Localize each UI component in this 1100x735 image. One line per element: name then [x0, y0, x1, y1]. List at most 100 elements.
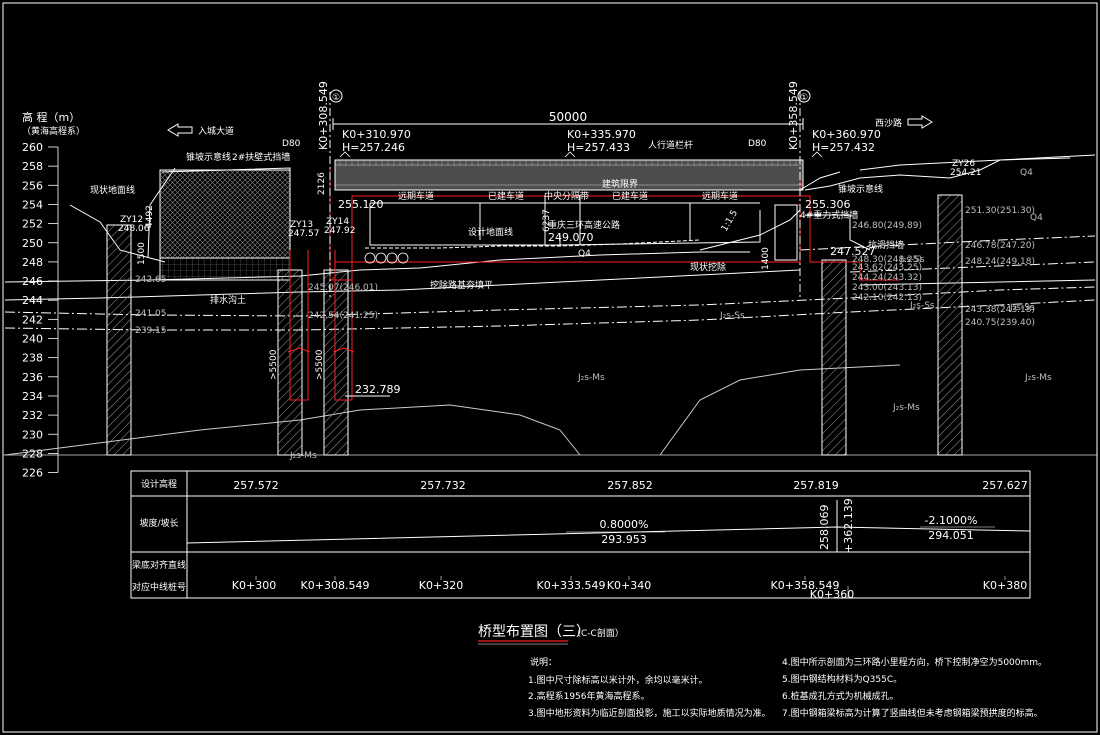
svg-text:Q4: Q4: [1020, 168, 1033, 178]
elev-right: H=257.432: [812, 141, 875, 154]
lane-4: 远期车道: [702, 190, 738, 202]
station-value: K0+380: [983, 579, 1027, 592]
axis-mark-left: ①: [332, 93, 340, 103]
svg-text:Q4: Q4: [1030, 213, 1043, 223]
station-value: K0+320: [419, 579, 463, 592]
geology-labels: Q4 Q4 J₂s-Ss J₂s-Ss J₂s-Ms J₂s-Ms J₂s-Ms…: [289, 168, 1052, 461]
station-value: K0+308.549: [301, 579, 370, 592]
direction-left: 入城大道: [167, 123, 234, 137]
span-dimension: 50000: [332, 110, 804, 130]
design-elevation-value: 257.627: [982, 479, 1028, 492]
station-value: K0+360: [810, 588, 854, 601]
elevation-tick-label: 248: [22, 256, 43, 269]
length-left: 293.953: [601, 533, 647, 546]
lane-3: 已建车道: [612, 190, 648, 202]
railing-posts: [339, 160, 797, 166]
lane-1: 远期车道: [398, 190, 434, 202]
elevation-tick-label: 230: [22, 428, 43, 441]
svg-text:J₂s-Ss: J₂s-Ss: [909, 301, 935, 311]
elev-255306: 255.306: [805, 198, 851, 211]
row-station-label-a: 梁底对齐直线: [132, 559, 186, 571]
fill-note-label: 挖除路基夯填平: [430, 279, 493, 291]
clearance-note: 建筑限界: [602, 178, 638, 190]
station-value: K0+300: [232, 579, 276, 592]
borehole-zy26-elev: 254.21: [950, 168, 982, 178]
cut-note-label: 排水沟土: [210, 294, 246, 306]
slope-line-right-label: 锥坡示意线: [838, 183, 883, 195]
axis-station-right: K0+358.549: [787, 81, 800, 150]
station-mid: K0+335.970: [567, 128, 636, 141]
svg-text:J₂s-Ms: J₂s-Ms: [577, 373, 605, 383]
svg-text:246.80(249.89): 246.80(249.89): [852, 221, 922, 231]
retain-right-label: 抗滑挡墙: [868, 239, 904, 251]
dim-1400: 1400: [761, 247, 771, 270]
elev-left: H=257.246: [342, 141, 405, 154]
station-value: K0+358.549: [771, 579, 840, 592]
svg-text:50000: 50000: [549, 110, 587, 124]
elevation-scale: 2602582562542522502482462442422402382362…: [22, 141, 59, 480]
axis-station-left: K0+308.549: [317, 81, 330, 150]
station-value: K0+333.549: [537, 579, 606, 592]
lane-2: 已建车道: [488, 190, 524, 202]
svg-text:242.10(242.13): 242.10(242.13): [852, 293, 922, 303]
steel-box-girder: [334, 159, 804, 191]
layer-elevation-labels: 242.65 241.05 239.15 246.80(249.89) 251.…: [135, 206, 1035, 336]
note-6: 6.桩基成孔方式为机械成孔。: [782, 690, 899, 702]
elev-232789: 232.789: [355, 383, 401, 396]
svg-text:西沙路: 西沙路: [875, 117, 902, 129]
dim-slope: 1:1.5: [720, 209, 740, 234]
d80-left: D80: [282, 139, 301, 149]
elevation-tick-label: 242: [22, 313, 43, 326]
note-5: 5.图中钢结构材料为Q355C。: [782, 673, 902, 685]
elevation-tick-label: 238: [22, 352, 43, 365]
profile-table: [130, 470, 1031, 599]
svg-text:242.65: 242.65: [135, 275, 167, 285]
notes-heading: 说明：: [530, 656, 557, 668]
note-2: 2.高程系1956年黄海高程系。: [528, 690, 650, 702]
retaining-wall-left: [159, 169, 291, 259]
row-station-label-b: 对应中线桩号: [132, 581, 186, 593]
abutment-right-label: 4#重力式挡墙: [800, 209, 858, 221]
ground-lines: [4, 154, 1096, 456]
svg-text:J₂s-Ss: J₂s-Ss: [1009, 303, 1035, 313]
row-slope-label: 坡度/坡长: [139, 517, 178, 529]
median-label: 中央分隔带: [544, 190, 589, 202]
road-name: 重庆三环高速公路: [548, 219, 620, 231]
note-3: 3.图中地形资料为临近剖面投影，施工以实际地质情况为准。: [528, 707, 771, 719]
svg-text:242.54(241.25): 242.54(241.25): [308, 311, 378, 321]
borehole-zy12: ZY12: [120, 215, 143, 225]
borehole-zy14-elev: 247.92: [324, 226, 356, 236]
elevation-tick-label: 228: [22, 447, 43, 460]
axis-mark-right: ①: [800, 93, 808, 103]
station-value: K0+340: [607, 579, 651, 592]
retaining-wall-label: 2#扶壁式挡墙: [232, 151, 290, 163]
svg-text:241.05: 241.05: [135, 309, 167, 319]
elevation-tick-label: 234: [22, 390, 43, 403]
slope-line-left-label: 锥坡示意线: [186, 151, 231, 163]
elevation-tick-label: 250: [22, 237, 43, 250]
elevation-tick-label: 232: [22, 409, 43, 422]
piles: [106, 194, 963, 456]
elevation-tick-label: 244: [22, 294, 43, 307]
borehole-zy26: ZY26: [952, 159, 975, 169]
clearance-box: [365, 195, 761, 249]
elev-mid: H=257.433: [567, 141, 630, 154]
svg-text:J₂s-Ms: J₂s-Ms: [892, 403, 920, 413]
design-ground-label: 设计地面线: [468, 226, 513, 238]
drawing-subtitle: （C-C剖面）: [572, 627, 624, 639]
vc-station: +362.139: [842, 498, 855, 553]
vc-elevation: 258.069: [818, 505, 831, 551]
dim-6237: 6237: [542, 209, 552, 232]
elevation-tick-label: 236: [22, 371, 43, 384]
svg-text:J₂s-Ss: J₂s-Ss: [719, 311, 745, 321]
svg-text:243.00(243.13): 243.00(243.13): [852, 283, 922, 293]
svg-text:入城大道: 入城大道: [198, 125, 234, 137]
pier-axis-lines: [329, 92, 801, 300]
ground-right-label: 现状挖除: [690, 261, 726, 273]
design-elevation-value: 257.732: [420, 479, 466, 492]
railing-label: 人行道栏杆: [648, 139, 693, 151]
station-left: K0+310.970: [342, 128, 411, 141]
pier-piles: [287, 250, 355, 401]
row-design-elev-label: 设计高程: [141, 478, 177, 490]
